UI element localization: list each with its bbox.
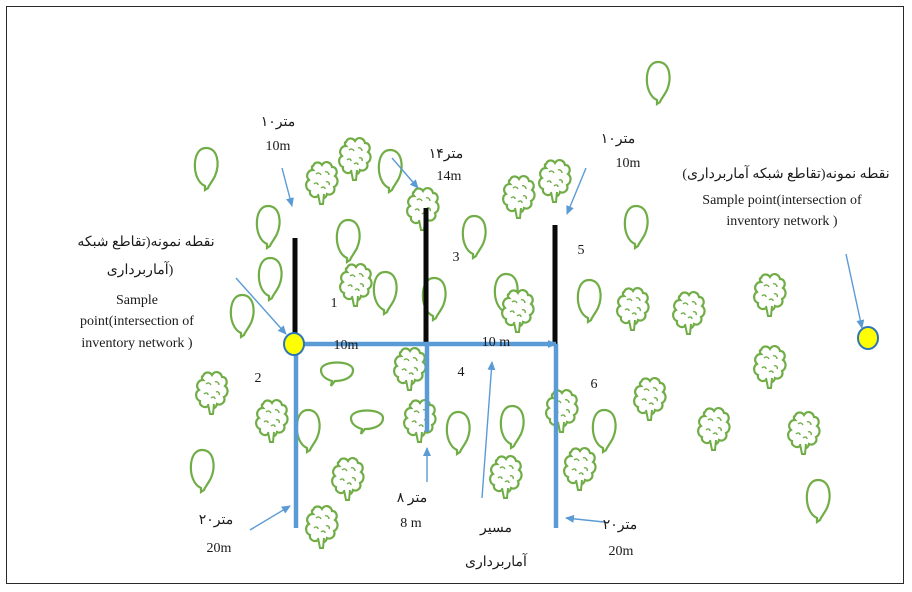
broadleaf-tree-icon [538, 159, 572, 204]
segment-distance-1: 10m [334, 338, 359, 353]
transect-1-length-fa: ۱۰متر [261, 115, 296, 130]
oval-tree-icon [255, 204, 281, 250]
transect-3-length-fa: ۱۴متر [429, 147, 464, 162]
oval-tree-icon [372, 270, 398, 316]
oval-tree-icon [645, 60, 671, 106]
sample-point-right-fa: نقطه نمونه(تقاطع شبکه آماربرداری) [682, 164, 889, 182]
transect-4-length-en: 8 m [400, 516, 422, 531]
broadleaf-tree-icon [545, 389, 579, 434]
broadleaf-tree-icon [305, 161, 339, 206]
broadleaf-tree-icon [339, 263, 373, 308]
broadleaf-tree-icon [255, 399, 289, 444]
transect-4-length-fa: ۸ متر [397, 491, 427, 506]
broadleaf-tree-icon [502, 175, 536, 220]
broadleaf-tree-icon [501, 289, 535, 334]
segment-distance-2: 10 m [482, 335, 511, 350]
pointer-arrows [235, 157, 865, 531]
oval-tree-icon [461, 214, 487, 260]
broadleaf-tree-icon [563, 447, 597, 492]
oval-tree-icon [295, 408, 321, 454]
sample-point-left-en-1: Sample [116, 293, 158, 308]
oval-tree-icon [319, 361, 355, 388]
oval-tree-icon [335, 218, 361, 264]
arrow-to-transect-6 [565, 514, 605, 523]
sample-point-right-en-1: Sample point(intersection of [702, 193, 862, 208]
broadleaf-tree-icon [393, 347, 427, 392]
broadleaf-tree-icon [633, 377, 667, 422]
sample-point-left-fa-1: نقطه نمونه(تقاطع شبکه [77, 235, 214, 250]
transect-number-3: 3 [453, 250, 460, 265]
tree-field [189, 60, 831, 550]
arrow-to-transect-3 [391, 157, 419, 189]
broadleaf-tree-icon [338, 137, 372, 182]
broadleaf-tree-icon [195, 371, 229, 416]
oval-tree-icon [189, 448, 215, 494]
labels: نقطه نمونه(تقاطع شبکه آماربرداری) Sample… [77, 115, 889, 570]
oval-tree-icon [349, 409, 385, 436]
oval-tree-icon [576, 278, 602, 324]
oval-tree-icon [257, 256, 283, 302]
oval-tree-icon [591, 408, 617, 454]
broadleaf-tree-icon [305, 505, 339, 550]
transect-6-length-fa: ۲۰متر [603, 518, 638, 533]
broadleaf-tree-icon [787, 411, 821, 456]
oval-tree-icon [623, 204, 649, 250]
broadleaf-tree-icon [753, 345, 787, 390]
oval-tree-icon [445, 410, 471, 456]
oval-tree-icon [229, 293, 255, 339]
arrow-to-sample-left [235, 277, 287, 335]
sample-point-left-en-2: point(intersection of [80, 314, 194, 329]
transect-1-length-en: 10m [266, 139, 291, 154]
oval-tree-icon [193, 146, 219, 192]
sample-point-left-fa-2: آماربرداری) [107, 260, 174, 278]
oval-tree-icon [499, 404, 525, 450]
broadleaf-tree-icon [331, 457, 365, 502]
transect-5-length-fa: ۱۰متر [601, 132, 636, 147]
broadleaf-tree-icon [672, 291, 706, 336]
arrow-to-transect-1 [281, 167, 294, 207]
broadleaf-tree-icon [697, 407, 731, 452]
transect-2-length-fa: ۲۰متر [199, 513, 234, 528]
sample-point-left-en-3: inventory network ) [81, 336, 193, 351]
transect-number-1: 1 [331, 296, 338, 311]
arrow-to-transect-2 [249, 505, 291, 531]
oval-tree-icon [805, 478, 831, 524]
sample-point-right-en-2: inventory network ) [726, 214, 838, 229]
oval-tree-icon [377, 148, 403, 194]
transect-number-2: 2 [255, 371, 262, 386]
diagram-frame [6, 6, 904, 584]
broadleaf-tree-icon [403, 399, 437, 444]
transect-2-length-en: 20m [207, 541, 232, 556]
transect-number-6: 6 [591, 377, 598, 392]
broadleaf-tree-icon [406, 187, 440, 232]
transect-number-4: 4 [458, 365, 465, 380]
arrow-to-route [481, 361, 496, 499]
broadleaf-tree-icon [616, 287, 650, 332]
sample-point-icon [857, 326, 879, 350]
broadleaf-tree-icon [489, 455, 523, 500]
route-label-fa-1: مسیر [479, 521, 512, 536]
sample-point-icon [283, 332, 305, 356]
transect-number-5: 5 [578, 243, 585, 258]
transect-lines [292, 208, 558, 344]
route-label-fa-2: آماربرداری [465, 552, 528, 570]
inventory-route [293, 340, 559, 528]
transect-6-length-en: 20m [609, 544, 634, 559]
transect-5-length-en: 10m [616, 156, 641, 171]
broadleaf-tree-icon [753, 273, 787, 318]
arrow-to-sample-right [845, 253, 865, 329]
arrow-to-transect-5 [566, 167, 587, 215]
transect-3-length-en: 14m [437, 169, 462, 184]
